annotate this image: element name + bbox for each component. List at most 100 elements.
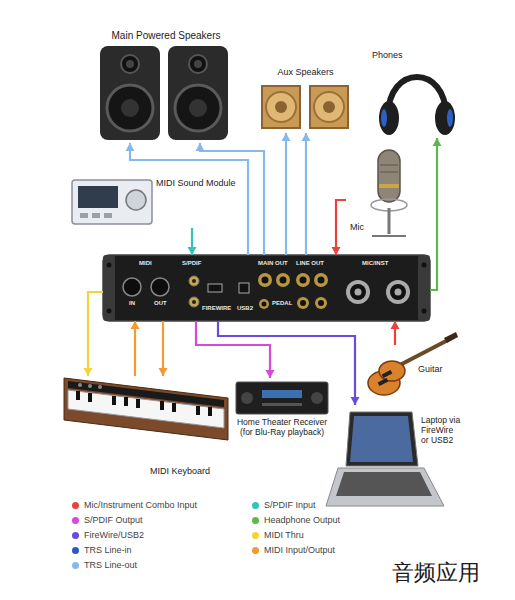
legend-entry: MIDI Input/Output (252, 545, 335, 556)
guitar-illustration (379, 361, 405, 381)
guitar-illustration (398, 340, 448, 366)
audio-interface: MIDIINOUTS/PDIFFIREWIREUSB2MAIN OUTPEDAL… (103, 255, 430, 321)
main-speaker-illustration (121, 55, 139, 73)
audio-interface-illustration (346, 280, 370, 304)
cable-line (336, 200, 346, 255)
aux-speaker-illustration (275, 101, 287, 113)
legend-swatch (252, 502, 259, 509)
keyboard-illustration (68, 390, 224, 428)
microphone-illustration (388, 208, 391, 234)
arrowhead (196, 143, 205, 151)
legend-entry: Mic/Instrument Combo Input (72, 500, 197, 511)
device-label: Laptop via FireWire or USB2 (421, 416, 462, 445)
legend-swatch (72, 562, 79, 569)
cable-line (134, 321, 136, 376)
audio-interface-illustration (280, 277, 287, 284)
headphones-illustration (435, 101, 455, 135)
arrowhead (159, 368, 168, 376)
main-speaker-illustration (189, 99, 207, 117)
keyboard-illustration (78, 383, 82, 387)
sound-module-illustration (78, 186, 118, 208)
receiver-illustration (262, 403, 302, 406)
legend-entry: FireWire/USB2 (72, 530, 144, 541)
keyboard-illustration (88, 393, 92, 402)
legend-text: S/PDIF Input (264, 500, 316, 510)
arrowhead (266, 370, 275, 378)
audio-interface-illustration (318, 300, 324, 306)
legend-text: TRS Line-out (84, 560, 137, 570)
legend-text: FireWire/USB2 (84, 530, 144, 540)
sound-module-illustration (126, 190, 146, 210)
sound-module: MIDI Sound Module (70, 172, 240, 228)
receiver-illustration (311, 392, 323, 404)
cable-line (285, 133, 287, 255)
guitar: Guitar (366, 345, 462, 400)
keyboard-illustration (160, 401, 164, 410)
keyboard-illustration (76, 391, 80, 400)
port-label: FIREWIRE (202, 305, 231, 312)
arrowhead (131, 321, 140, 329)
legend-swatch (252, 547, 259, 554)
audio-interface-illustration (315, 297, 327, 309)
arrowhead (332, 247, 341, 255)
legend-entry: TRS Line-in (72, 545, 132, 556)
cable-line (218, 321, 355, 405)
cable-line (305, 133, 307, 255)
legend-swatch (72, 547, 79, 554)
legend-entry: S/PDIF Output (72, 515, 143, 526)
receiver-illustration (236, 382, 328, 414)
signal-cable (84, 292, 104, 376)
device-label: Phones (372, 50, 403, 60)
keyboard-illustration (136, 399, 140, 408)
legend-entry: TRS Line-out (72, 560, 137, 571)
audio-interface-illustration (123, 278, 141, 296)
headphones-illustration (447, 109, 453, 127)
legend-entry: S/PDIF Input (252, 500, 316, 511)
guitar-illustration (382, 370, 393, 378)
aux-speaker-illustration (323, 101, 335, 113)
receiver-illustration (262, 390, 302, 398)
microphone-illustration (379, 184, 399, 188)
keyboard-illustration (124, 397, 128, 406)
audio-interface-illustration (422, 309, 427, 314)
sound-module-illustration (72, 180, 152, 224)
legend-swatch (72, 502, 79, 509)
signal-cable (131, 321, 140, 376)
audio-interface-illustration (151, 278, 169, 296)
aux-speaker-illustration (314, 92, 344, 122)
signal-cable (126, 143, 249, 255)
device-label: MIDI Keyboard (150, 466, 210, 476)
audio-interface-illustration (300, 277, 307, 284)
microphone-illustration (378, 150, 400, 202)
main-speaker-illustration (194, 60, 202, 68)
audio-interface-illustration (258, 273, 272, 287)
aux-speaker-pair: Aux Speakers (258, 65, 355, 133)
sound-module-illustration (104, 213, 112, 218)
audio-interface-illustration (103, 255, 430, 321)
arrowhead (126, 143, 135, 151)
arrowhead (351, 397, 360, 405)
arrowhead (282, 133, 291, 141)
cable-line (88, 292, 103, 376)
keyboard-illustration (64, 378, 228, 440)
laptop-illustration (326, 468, 444, 506)
guitar-illustration (378, 378, 389, 386)
audio-interface-illustration (296, 273, 310, 287)
audio-interface-illustration (239, 283, 249, 293)
legend-text: S/PDIF Output (84, 515, 143, 525)
legend-text: MIDI Thru (264, 530, 304, 540)
port-label: MIDI (139, 260, 152, 267)
signal-cable (159, 321, 168, 376)
port-label: USB2 (237, 305, 253, 312)
signal-cable (391, 321, 400, 345)
keyboard-illustration (196, 406, 200, 415)
arrowhead (302, 133, 311, 141)
audio-interface-illustration (262, 277, 269, 284)
headphones: Phones (368, 48, 460, 138)
legend-swatch (72, 517, 79, 524)
main-speaker-illustration (107, 85, 153, 131)
sound-module-illustration (80, 213, 88, 218)
